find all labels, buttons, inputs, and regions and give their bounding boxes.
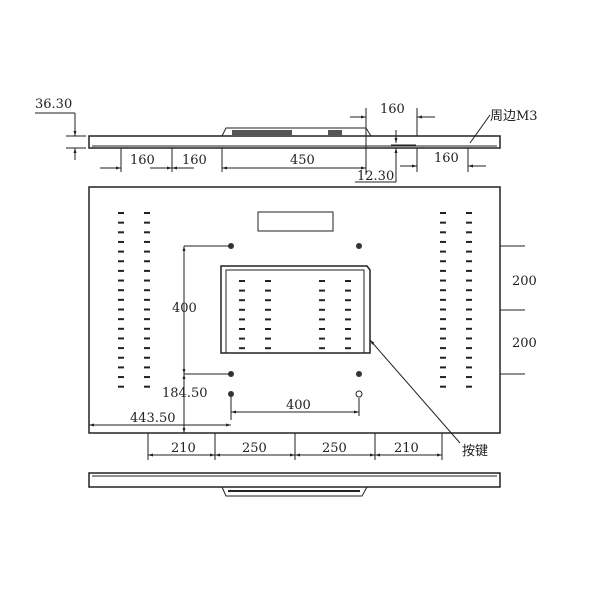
button-callout: 按键 [462, 444, 488, 459]
bottom-dim-label: 210 [171, 441, 196, 456]
dim-label: 160 [434, 151, 459, 166]
callout-m3: 周边M3 [490, 109, 538, 124]
dim-label: 450 [290, 153, 315, 168]
bottom-dim-label: 250 [322, 441, 347, 456]
rear-view: 400 400 184.50 443.50 200 200 210 250 25… [88, 186, 537, 460]
thickness-label: 36.30 [35, 97, 72, 112]
dim-label: 160 [380, 102, 405, 117]
dim-label: 160 [182, 153, 207, 168]
right-dim-label: 200 [512, 274, 537, 289]
mount-hole [228, 371, 234, 377]
dim-label: 160 [130, 153, 155, 168]
bottom-side-view [88, 472, 501, 497]
top-side-view: 36.30 160 160 450 160 160 12.30 周边M3 [35, 97, 538, 184]
offset-label: 12.30 [357, 169, 394, 184]
mount-hole [228, 243, 234, 249]
mount-hole [228, 391, 234, 397]
bottom-dim-label: 250 [242, 441, 267, 456]
vesa-width-label: 400 [286, 398, 311, 413]
right-dim-label: 200 [512, 336, 537, 351]
vesa-bottom-offset-label: 184.50 [162, 386, 208, 401]
bottom-dim-label: 210 [394, 441, 419, 456]
vesa-height-label: 400 [172, 301, 197, 316]
mount-hole [356, 243, 362, 249]
mount-hole [356, 371, 362, 377]
vesa-left-offset-label: 443.50 [130, 411, 176, 426]
